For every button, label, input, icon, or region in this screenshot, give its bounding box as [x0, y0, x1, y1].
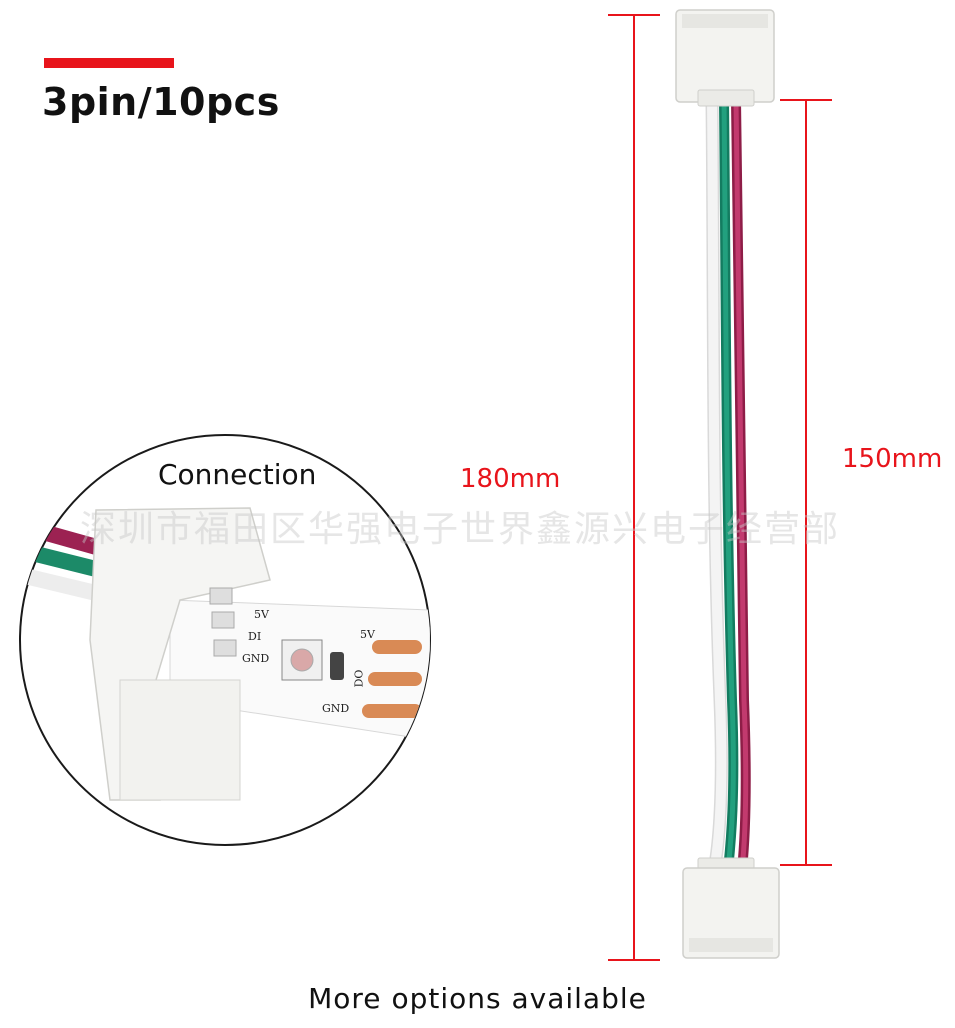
top-connector [675, 9, 775, 107]
total-length-label: 180mm [460, 464, 561, 494]
pcb-label-do: DO [352, 669, 366, 688]
cable-length-dimension [780, 99, 832, 866]
pcb-label-5v-out: 5V [360, 628, 375, 641]
inset-closeup [20, 507, 430, 801]
pcb-label-gnd-out: GND [322, 702, 350, 715]
watermark: 深圳市福田区华强电子世界鑫源兴电子经营部 [80, 509, 841, 550]
pcb-label-di: DI [248, 630, 262, 643]
cable-wires [705, 93, 751, 877]
accent-bar [44, 58, 174, 68]
pcb-label-5v-in: 5V [254, 608, 269, 621]
bottom-connector [682, 857, 780, 959]
pcb-label-gnd-in: GND [242, 652, 270, 665]
footer-text: More options available [308, 982, 647, 1015]
total-length-dimension [608, 14, 660, 961]
cable-length-label: 150mm [842, 444, 943, 474]
page-title: 3pin/10pcs [42, 80, 280, 124]
inset-title: Connection [158, 458, 317, 491]
